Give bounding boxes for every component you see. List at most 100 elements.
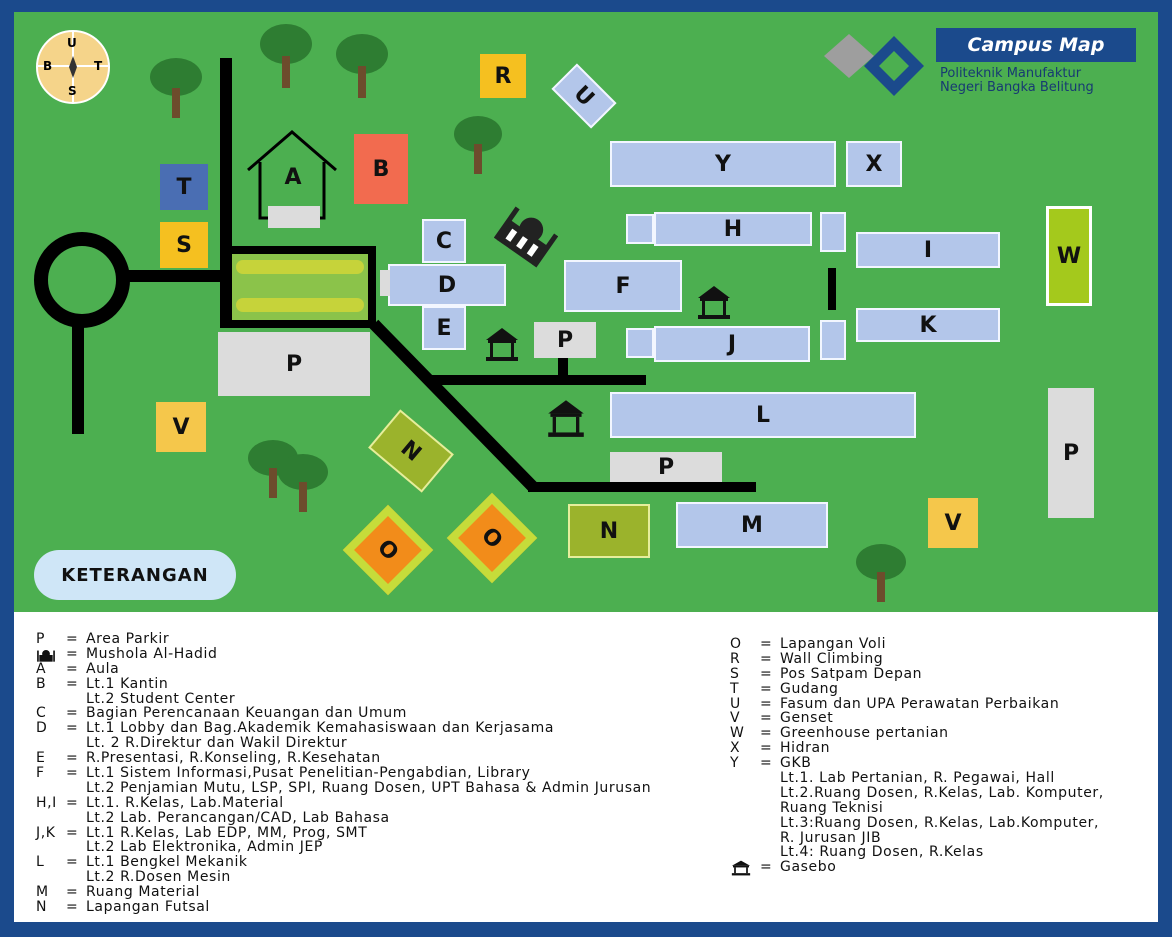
legend-equals: = — [66, 631, 79, 647]
building-k[interactable]: K — [856, 308, 1000, 342]
road-south-west — [72, 324, 84, 434]
institution-line-2: Negeri Bangka Belitung — [940, 80, 1094, 95]
legend-equals: = — [66, 675, 79, 692]
legend-equals: = — [760, 859, 773, 876]
building-r[interactable]: R — [480, 54, 526, 98]
building-s[interactable]: S — [160, 222, 208, 268]
legend-description: Genset — [780, 710, 834, 727]
genset-v-east[interactable]: V — [928, 498, 978, 548]
legend-description: Lapangan Futsal — [86, 899, 210, 916]
legend-key: R — [730, 650, 741, 667]
compass-west: B — [43, 59, 53, 73]
tree-icon — [856, 544, 906, 602]
legend-equals: = — [760, 665, 773, 682]
building-h[interactable]: H — [654, 212, 812, 246]
road-roundabout-link — [124, 270, 224, 282]
building-i[interactable]: I — [856, 232, 1000, 268]
legend-equals: = — [66, 884, 79, 901]
legend-description: Lt.1. R.Kelas, Lab.Material — [86, 794, 284, 811]
gazebo-icon — [698, 286, 730, 319]
legend-description: Lt.1 Bengkel Mekanik — [86, 854, 248, 871]
legend-description: Lt.1 Sistem Informasi,Pusat Penelitian-P… — [86, 765, 531, 782]
legend-equals: = — [760, 695, 773, 712]
building-d-annex — [380, 270, 390, 296]
legend-description: Lt.2.Ruang Dosen, R.Kelas, Lab. Komputer… — [780, 784, 1104, 801]
legend-key: E — [36, 750, 46, 767]
keterangan-label: KETERANGAN — [61, 564, 209, 586]
legend-row: Lt.2 Lab. Perancangan/CAD, Lab Bahasa — [36, 809, 716, 826]
legend-equals: = — [760, 650, 773, 667]
genset-v-west[interactable]: V — [156, 402, 206, 452]
building-y[interactable]: Y — [610, 141, 836, 187]
legend-key: L — [36, 854, 45, 871]
legend-equals: = — [66, 794, 79, 811]
parking-p-east[interactable]: P — [1048, 388, 1094, 518]
mosque-icon — [494, 206, 558, 268]
legend-row: =Gasebo — [730, 859, 1150, 876]
legend-description: Lt.1 Lobby dan Bag.Akademik Kemahasiswaa… — [86, 720, 555, 737]
legend-key: X — [730, 740, 741, 757]
legend-row: T=Gudang — [730, 680, 1150, 697]
legend-key: P — [36, 631, 46, 647]
legend-equals: = — [760, 740, 773, 757]
tree-icon — [260, 24, 312, 88]
legend-row: V=Genset — [730, 711, 1150, 726]
building-j[interactable]: J — [654, 326, 810, 362]
legend-row: C=Bagian Perencanaan Keuangan dan Umum — [36, 706, 716, 721]
legend-row: R = Wall Climbing — [730, 650, 1150, 667]
legend-equals: = — [66, 750, 79, 767]
road-marker — [828, 268, 836, 310]
keterangan-button[interactable]: KETERANGAN — [34, 550, 236, 600]
building-t[interactable]: T — [160, 164, 208, 210]
building-f[interactable]: F — [564, 260, 682, 312]
building-l[interactable]: L — [610, 392, 916, 438]
parking-p-west[interactable]: P — [218, 332, 370, 396]
legend-equals: = — [760, 680, 773, 697]
road-east-branch — [428, 375, 646, 385]
tree-icon — [150, 58, 202, 118]
legend-row: S=Pos Satpam Depan — [730, 665, 1150, 682]
building-d[interactable]: D — [388, 264, 506, 306]
campus-map: U S B T Campus Map Politeknik Manufaktur… — [14, 12, 1158, 612]
legend-equals: = — [66, 899, 79, 916]
legend-equals: = — [66, 854, 79, 871]
legend-key: Y — [730, 755, 740, 772]
legend-description: Wall Climbing — [780, 650, 884, 667]
road-diagonal — [369, 319, 539, 493]
building-b[interactable]: B — [354, 134, 408, 204]
building-a[interactable]: A — [284, 164, 302, 190]
legend-row: R. Jurusan JIB — [730, 830, 1150, 846]
parking-p-south[interactable]: P — [610, 452, 722, 482]
parking-p-center[interactable]: P — [534, 322, 596, 358]
legend-row: O=Lapangan Voli — [730, 637, 1150, 652]
building-e[interactable]: E — [422, 306, 466, 350]
legend-row: A=Aula — [36, 661, 716, 677]
legend-equals: = — [66, 645, 79, 662]
futsal-field-n[interactable]: N — [568, 504, 650, 558]
building-m[interactable]: M — [676, 502, 828, 548]
building-c[interactable]: C — [422, 219, 466, 263]
legend-row: Lt.3:Ruang Dosen, R.Kelas, Lab.Komputer, — [730, 815, 1150, 831]
legend-key: H,I — [36, 794, 57, 811]
legend-row: J,K=Lt.1 R.Kelas, Lab EDP, MM, Prog, SMT — [36, 825, 716, 841]
legend-description: Ruang Teknisi — [780, 799, 884, 816]
compass-needle-icon — [69, 56, 77, 78]
legend-key: C — [36, 705, 47, 722]
legend-description: Lt.2 Lab. Perancangan/CAD, Lab Bahasa — [86, 809, 390, 826]
compass-east: T — [94, 59, 103, 73]
gazebo-icon — [486, 328, 518, 361]
legend-row: Lt.2 Student Center — [36, 691, 716, 707]
legend-key: F — [36, 765, 45, 782]
logo-icon — [824, 34, 924, 96]
building-w[interactable]: W — [1046, 206, 1092, 306]
legend-key: D — [36, 720, 48, 737]
legend-description: Lt.2 Penjamian Mutu, LSP, SPI, Ruang Dos… — [86, 779, 652, 796]
legend-key: V — [730, 710, 741, 727]
legend-row: X=Hidran — [730, 741, 1150, 756]
building-x[interactable]: X — [846, 141, 902, 187]
legend-row: B=Lt.1 Kantin — [36, 675, 716, 692]
legend-equals: = — [66, 705, 79, 722]
tree-icon — [454, 116, 502, 174]
tree-icon — [336, 34, 388, 98]
